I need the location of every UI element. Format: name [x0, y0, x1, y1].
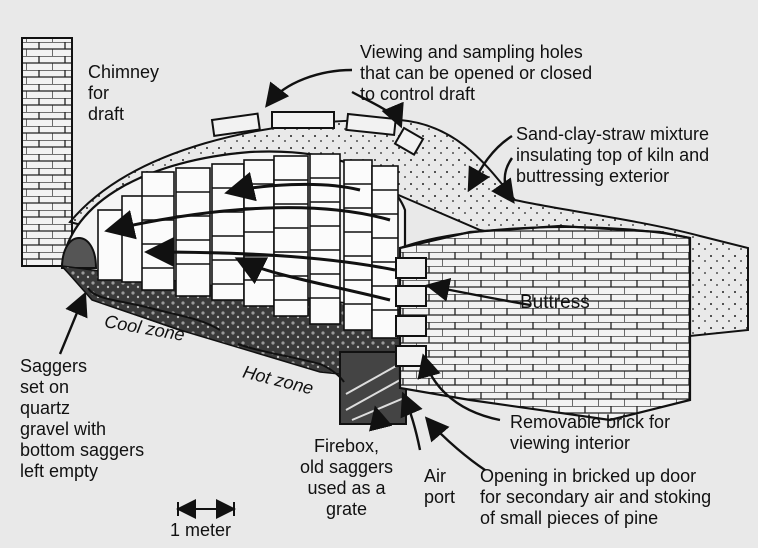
label-scale: 1 meter	[170, 520, 231, 541]
label-viewing-holes: Viewing and sampling holes that can be o…	[360, 42, 592, 105]
label-opening: Opening in bricked up door for secondary…	[480, 466, 711, 529]
scale-bar	[178, 502, 234, 516]
label-removable-brick: Removable brick for viewing interior	[510, 412, 670, 454]
chimney-shape	[22, 38, 72, 266]
label-saggers: Saggers set on quartz gravel with bottom…	[20, 356, 144, 482]
label-buttress: Buttress	[520, 292, 590, 313]
label-firebox: Firebox, old saggers used as a grate	[300, 436, 393, 520]
label-chimney: Chimney for draft	[88, 62, 159, 125]
label-air-port: Air port	[424, 466, 455, 508]
label-insulation: Sand-clay-straw mixture insulating top o…	[516, 124, 709, 187]
